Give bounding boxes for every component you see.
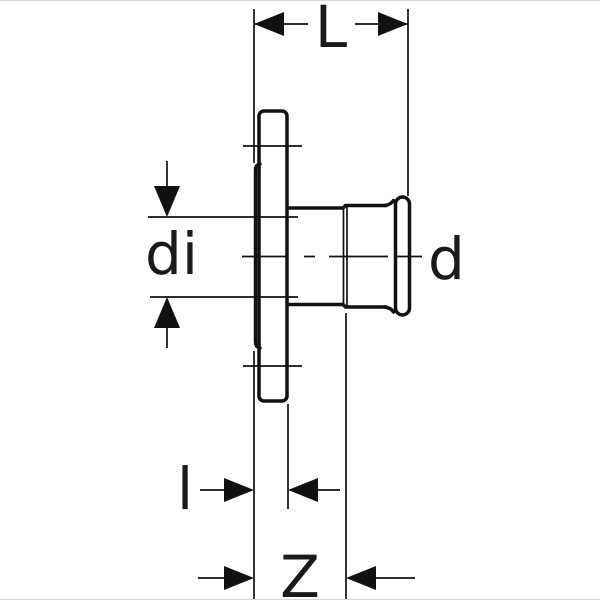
- arrowhead-left-icon: [254, 12, 284, 36]
- dimension-l: l: [177, 351, 340, 599]
- socket-bead: [383, 198, 396, 314]
- bolt-hole-ticks: [243, 145, 302, 367]
- dim-label-L: L: [315, 1, 347, 61]
- fitting-body: [242, 109, 422, 403]
- arrowhead-right-icon: [224, 566, 254, 590]
- dimension-d: d: [428, 225, 465, 293]
- dim-label-Z: Z: [280, 543, 320, 600]
- arrowhead-right-icon: [224, 478, 254, 502]
- arrowhead-down-icon: [154, 186, 180, 217]
- tube-walls: [286, 206, 345, 307]
- dim-label-di: di: [145, 220, 198, 288]
- arrowhead-left-icon: [346, 566, 376, 590]
- arrowhead-right-icon: [378, 12, 408, 36]
- dim-label-d: d: [428, 225, 465, 293]
- dimension-Z: Z: [198, 313, 415, 600]
- dim-label-l: l: [177, 455, 193, 523]
- dimension-L: L: [253, 1, 409, 196]
- arrowhead-left-icon: [288, 478, 318, 502]
- dimension-di: di: [145, 161, 298, 348]
- arrowhead-up-icon: [154, 297, 180, 328]
